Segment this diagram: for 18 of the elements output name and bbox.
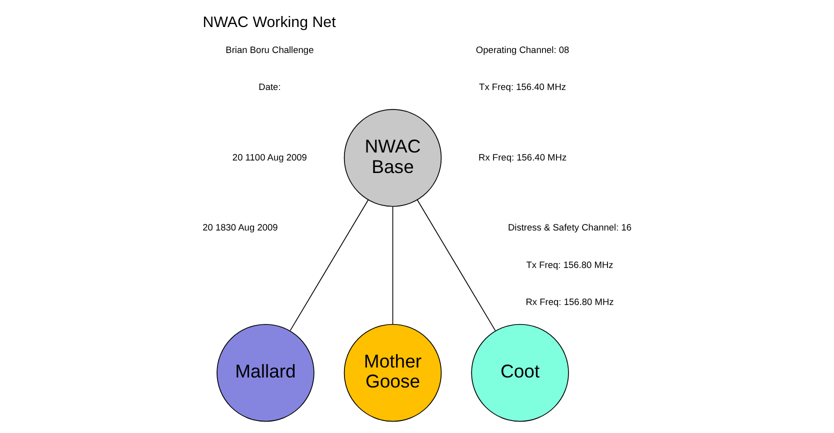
label: 20 1100 Aug 2009: [232, 152, 307, 162]
connector: [392, 206, 394, 325]
diagram-title: NWAC Working Net: [202, 14, 336, 32]
label: Operating Channel: 08: [476, 44, 570, 55]
node-circle: Mallard: [216, 324, 314, 422]
label: Rx Freq: 156.40 MHz: [478, 152, 567, 162]
label: Brian Boru Challenge: [226, 44, 314, 55]
connector: [290, 199, 369, 332]
connector: [416, 199, 496, 332]
label: Tx Freq: 156.40 MHz: [479, 82, 566, 92]
node-circle: Coot: [471, 324, 569, 422]
label: Tx Freq: 156.80 MHz: [526, 260, 614, 270]
label: 20 1830 Aug 2009: [202, 222, 278, 233]
node-circle: NWAC Base: [344, 109, 442, 207]
node-circle: Mother Goose: [344, 324, 442, 422]
label: Date:: [258, 82, 281, 92]
label: Rx Freq: 156.80 MHz: [526, 296, 614, 307]
label: Distress & Safety Channel: 16: [508, 222, 632, 233]
